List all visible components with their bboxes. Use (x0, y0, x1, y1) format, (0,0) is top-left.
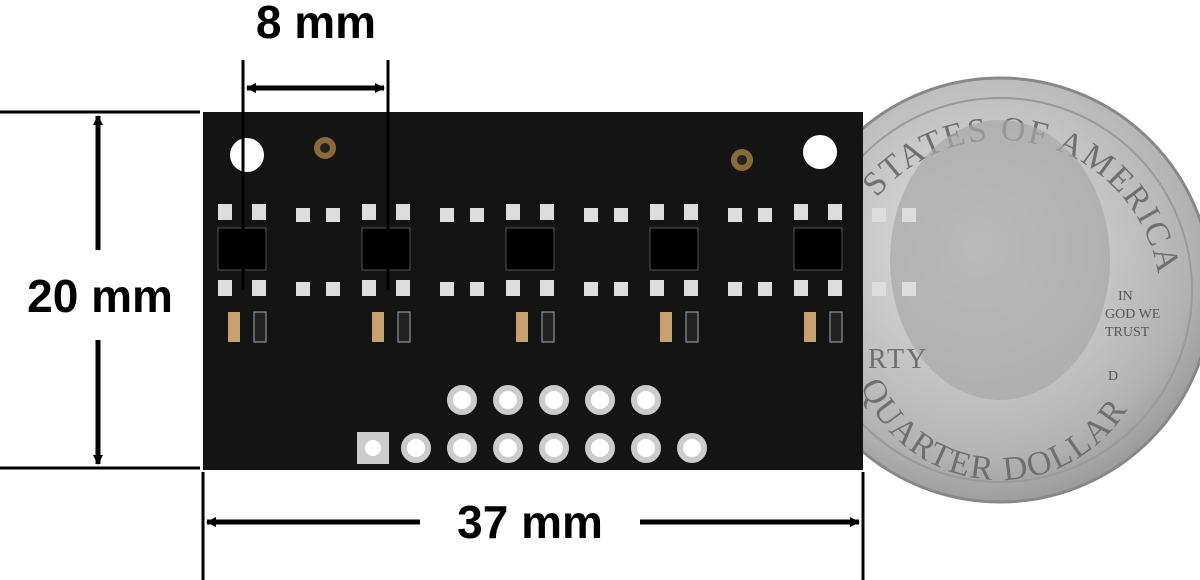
ir-sensor (649, 204, 772, 343)
header-pin (447, 385, 477, 415)
coin-motto-3: TRUST (1105, 325, 1150, 340)
sensor-board (203, 112, 916, 470)
coin-motto-2: GOD WE (1105, 307, 1160, 322)
header-pin (677, 433, 707, 463)
header-pin (631, 433, 661, 463)
ir-sensor (217, 204, 340, 343)
pitch-dimension-label: 8 mm (256, 0, 376, 48)
header-pin (493, 385, 523, 415)
mounting-hole (230, 138, 264, 172)
ir-sensor (505, 204, 628, 343)
ir-sensor (793, 204, 916, 343)
header-pin (631, 385, 661, 415)
mounting-hole (803, 135, 837, 169)
coin-motto-1: IN (1118, 289, 1133, 304)
width-dimension-label: 37 mm (457, 496, 603, 548)
header-pin (447, 433, 477, 463)
header-pin (585, 433, 615, 463)
ir-sensor (361, 204, 484, 343)
dimension-lines (0, 60, 865, 580)
washington-portrait (890, 120, 1110, 400)
coin-liberty: RTY (868, 344, 928, 375)
header-pin (539, 433, 569, 463)
quarter-coin: STATES OF AMERICA QUARTER DOLLAR IN GOD … (786, 76, 1200, 504)
header-pin (539, 385, 569, 415)
header-pin (493, 433, 523, 463)
coin-mint-mark: D (1108, 369, 1118, 384)
header-pin (585, 385, 615, 415)
header-pin (401, 433, 431, 463)
height-dimension-label: 20 mm (27, 270, 173, 322)
